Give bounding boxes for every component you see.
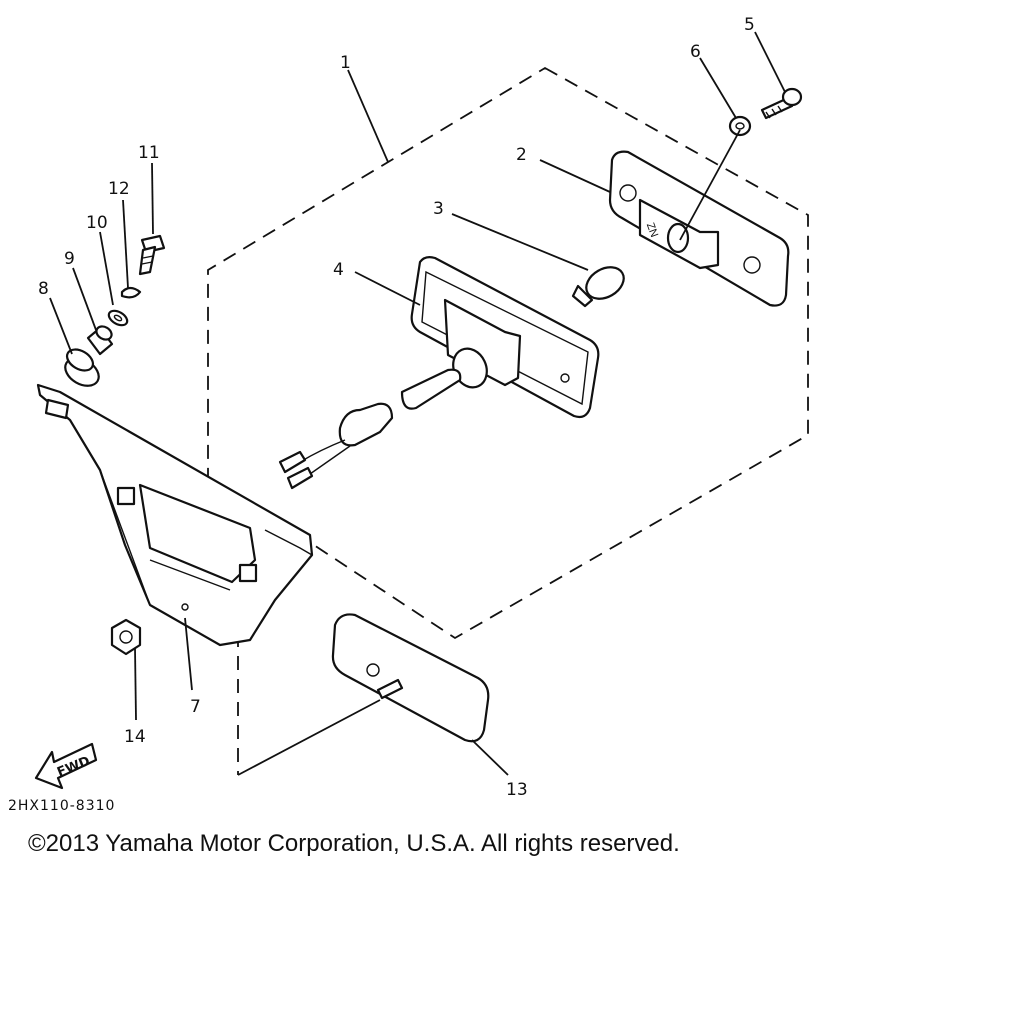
part-3-bulb	[571, 266, 625, 308]
forward-arrow: FWD	[34, 742, 98, 790]
callout-11: 11	[138, 143, 160, 163]
leader-lines	[49, 31, 786, 776]
drawing-code: 2HX110-8310	[8, 798, 115, 814]
callout-1: 1	[340, 53, 351, 73]
part-14-nut	[110, 618, 142, 656]
callout-9: 9	[64, 249, 75, 269]
callout-14: 14	[124, 727, 146, 747]
part-13-leader-line	[237, 699, 381, 776]
callout-2: 2	[516, 145, 527, 165]
callout-numbers: 1 2 3 4 5 6 7 8 9 10 11 12 13 14	[38, 15, 755, 800]
callout-7: 7	[190, 697, 201, 717]
part-4-lens	[410, 256, 600, 419]
callout-5: 5	[744, 15, 755, 35]
part-13-reflector	[331, 613, 490, 743]
part-6-washer	[728, 115, 752, 137]
part-5-bolt	[760, 87, 803, 120]
callout-4: 4	[333, 260, 344, 280]
callout-6: 6	[690, 42, 701, 62]
part-12-lock-washer	[120, 286, 142, 299]
callout-3: 3	[433, 199, 444, 219]
callout-13: 13	[506, 780, 528, 800]
part-8-grommet	[64, 348, 100, 387]
part-7-bracket	[36, 383, 314, 647]
copyright-notice: ©2013 Yamaha Motor Corporation, U.S.A. A…	[28, 830, 680, 857]
part-10-washer	[107, 309, 129, 327]
callout-10: 10	[86, 213, 108, 233]
part-2-housing: ZN	[608, 150, 790, 307]
svg-text:ZN: ZN	[644, 221, 660, 239]
part-11-bolt	[138, 234, 166, 276]
assembly-boundary-dashed	[207, 66, 809, 640]
part-9-collar	[86, 325, 114, 356]
callout-12: 12	[108, 179, 130, 199]
wiring-harness	[278, 368, 462, 490]
callout-8: 8	[38, 279, 49, 299]
